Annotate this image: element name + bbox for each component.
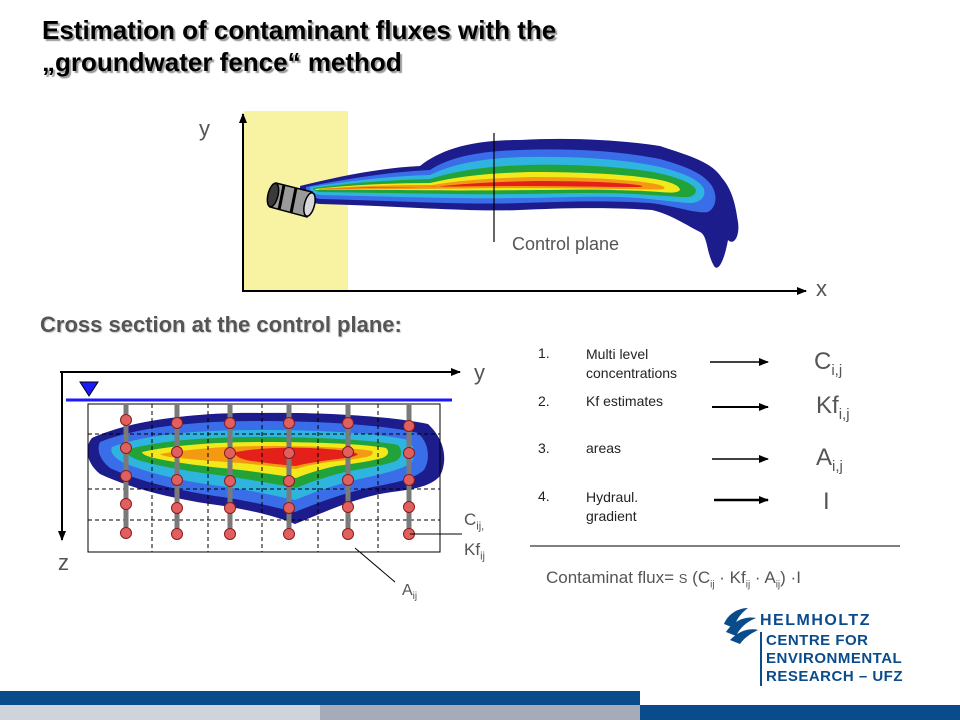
section-z-axis-label: z — [58, 550, 69, 575]
slide-title: Estimation of contaminant fluxes with th… — [42, 14, 556, 78]
step-2-text: Kf estimates — [586, 393, 664, 409]
leader-line-a — [354, 547, 396, 583]
label-a-sub: ij — [412, 591, 418, 603]
step-1-sym-sub: i,j — [831, 361, 843, 379]
footer-bar-left-gray — [0, 705, 320, 720]
logo-brand: HELMHOLTZ — [760, 612, 871, 629]
ufz-logo: HELMHOLTZ CENTRE FOR ENVIRONMENTAL RESEA… — [760, 612, 903, 686]
logo-line-3: RESEARCH – UFZ — [766, 668, 904, 685]
step-4-line-2: gradient — [586, 508, 637, 524]
section-gridlines — [88, 404, 440, 552]
section-y-axis-label: y — [474, 360, 485, 385]
drum-icon — [266, 182, 316, 218]
step-2-symbol: Kfi,j — [816, 392, 850, 423]
label-a-text: A — [402, 582, 413, 599]
formula-sub-3: ij — [775, 579, 781, 591]
formula-sigma: S — [678, 571, 688, 586]
footer-bar-mid-gray — [320, 705, 640, 720]
contaminant-plume — [300, 138, 739, 268]
footer-bar-top — [0, 691, 640, 705]
top-x-axis-label: x — [816, 276, 827, 301]
section-layer-red — [235, 447, 358, 466]
well-1 — [120, 404, 132, 539]
well-2 — [171, 404, 183, 540]
title-line-2: „groundwater fence“ method — [42, 47, 402, 77]
water-table-marker-icon — [79, 381, 99, 397]
step-4-number: 4. — [538, 488, 550, 504]
step-2-sym-text: Kf — [816, 392, 839, 419]
well-3 — [224, 404, 236, 540]
step-3-text: areas — [586, 440, 622, 456]
cross-section-plume — [87, 412, 445, 524]
step-1-line-1: Multi level — [586, 346, 649, 362]
plume-layer-red — [322, 181, 643, 189]
label-c-ij: Cij, — [464, 510, 484, 532]
footer-bar-right — [640, 705, 960, 720]
top-y-axis-label: y — [199, 116, 210, 141]
cross-section-heading: Cross section at the control plane: — [40, 312, 402, 337]
well-5 — [342, 404, 354, 540]
step-3-symbol: Ai,j — [816, 444, 843, 475]
well-4 — [283, 404, 295, 540]
formula-close: ) ·I — [780, 568, 801, 587]
logo-line-1: CENTRE FOR — [766, 632, 869, 649]
step-4-symbol: I — [823, 488, 830, 519]
control-plane-label: Control plane — [512, 234, 620, 254]
logo-subtitle: CENTRE FOR ENVIRONMENTAL RESEARCH – UFZ — [760, 632, 903, 686]
step-4-line-1: Hydraul. — [586, 489, 639, 505]
label-c-text: C — [464, 510, 477, 529]
formula-sub-2: ij — [745, 579, 751, 591]
title-line-1: Estimation of contaminant fluxes with th… — [42, 15, 557, 45]
flux-formula: Contaminat flux= S (Cij · Kfij · Aij) ·I — [546, 568, 801, 590]
logo-line-2: ENVIRONMENTAL — [766, 650, 903, 667]
formula-kf: · Kf — [714, 568, 746, 587]
step-1-symbol: Ci,j — [814, 348, 842, 379]
step-2-number: 2. — [538, 393, 550, 409]
step-4-sym-text: I — [823, 488, 830, 515]
label-kf-text: Kf — [464, 540, 481, 559]
monitoring-wells — [120, 404, 415, 540]
step-1-text: Multi level concentrations — [586, 345, 677, 383]
step-1-number: 1. — [538, 345, 550, 361]
label-kf-sub: ij — [480, 550, 485, 563]
step-2-sym-sub: i,j — [838, 405, 850, 423]
step-1-sym-text: C — [814, 348, 832, 375]
step-3-sym-sub: i,j — [832, 457, 843, 475]
formula-open: (C — [687, 568, 711, 587]
step-1-line-2: concentrations — [586, 365, 678, 381]
formula-prefix: Contaminat flux= — [546, 568, 679, 587]
helmholtz-logo-icon — [724, 608, 758, 644]
formula-a: · A — [750, 568, 776, 587]
formula-sub-1: ij — [710, 579, 715, 591]
well-6 — [403, 404, 415, 540]
step-3-sym-text: A — [816, 444, 833, 471]
step-3-number: 3. — [538, 440, 550, 456]
step-4-text: Hydraul. gradient — [586, 488, 638, 526]
label-c-sub: ij, — [476, 520, 485, 533]
label-kf-ij: Kfij — [464, 540, 485, 562]
label-a-ij: Aij — [402, 582, 417, 602]
